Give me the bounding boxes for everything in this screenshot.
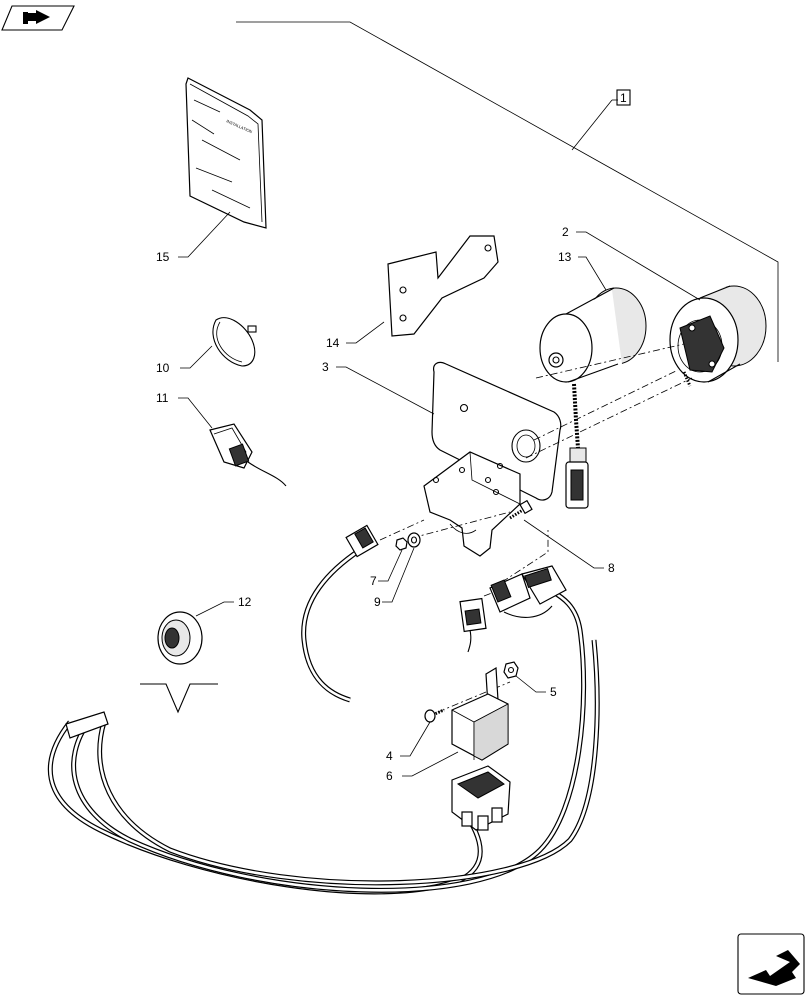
leader-15: 15 — [156, 211, 231, 264]
callout-14: 14 — [326, 336, 340, 350]
mounting-bracket — [387, 235, 499, 337]
cable-tie — [212, 317, 257, 367]
callout-12: 12 — [238, 595, 252, 609]
callout-3: 3 — [322, 360, 329, 374]
gauge-mounting-plate — [431, 361, 562, 501]
leader-4: 4 — [386, 721, 431, 763]
leader-3: 3 — [322, 360, 435, 415]
washer-9 — [407, 532, 421, 548]
callout-6: 6 — [386, 769, 393, 783]
next-page-arrow-icon[interactable] — [737, 933, 805, 995]
leader-8: 8 — [523, 519, 615, 575]
callout-9: 9 — [374, 595, 381, 609]
leader-7: 7 — [370, 549, 403, 588]
bolt-8 — [509, 499, 533, 520]
assembly-centerlines — [379, 343, 693, 713]
section-cut-mark — [140, 683, 218, 714]
gauge-sender — [539, 287, 647, 509]
angle-bracket — [423, 451, 521, 557]
nut-5 — [503, 661, 519, 679]
kit-callout-box: 1 — [616, 89, 631, 106]
callout-13: 13 — [558, 250, 572, 264]
previous-page-arrow-icon[interactable] — [1, 5, 75, 31]
leader-11: 11 — [156, 391, 213, 429]
leader-2: 2 — [562, 225, 701, 301]
screw-4 — [424, 708, 445, 723]
leader-10: 10 — [156, 345, 213, 375]
callout-5: 5 — [550, 685, 557, 699]
leader-12: 12 — [195, 595, 252, 617]
callout-4: 4 — [386, 749, 393, 763]
callout-1: 1 — [620, 91, 627, 105]
leader-13: 13 — [558, 250, 607, 291]
nut-7 — [395, 537, 408, 551]
callout-10: 10 — [156, 361, 170, 375]
relay — [451, 666, 509, 761]
instructions-booklet: INSTALLATION — [185, 77, 267, 229]
callout-8: 8 — [608, 561, 615, 575]
wiring-harness — [26, 423, 600, 895]
grommet — [157, 611, 203, 665]
leader-5: 5 — [515, 675, 557, 699]
relay-socket — [451, 765, 511, 831]
callout-11: 11 — [156, 391, 169, 405]
callout-15: 15 — [156, 250, 170, 264]
leader-6: 6 — [386, 751, 459, 783]
callout-7: 7 — [370, 574, 377, 588]
leader-9: 9 — [374, 547, 415, 609]
leader-14: 14 — [326, 321, 385, 350]
gauge — [669, 285, 767, 387]
callout-2: 2 — [562, 225, 569, 239]
